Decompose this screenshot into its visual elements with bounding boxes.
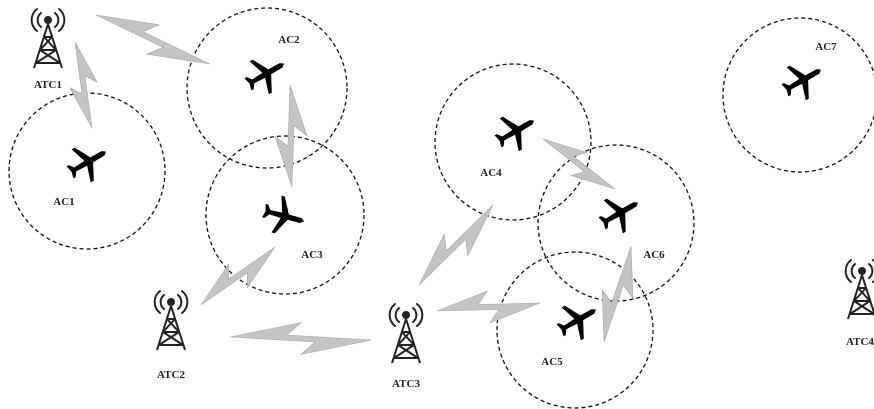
- airplane-icon: [550, 293, 606, 347]
- aircraft-label: AC4: [480, 167, 502, 179]
- ac6-range-circle: [537, 144, 695, 302]
- aircraft-label: AC5: [541, 356, 563, 368]
- link-atc3-ac4-lightning-bolt-icon: [418, 204, 494, 286]
- link-atc1-ac1-lightning-bolt-icon: [69, 41, 98, 129]
- aircraft-ac4: AC4: [480, 104, 544, 179]
- aircraft-label: AC6: [643, 249, 665, 261]
- aircraft-label: AC1: [53, 196, 74, 208]
- airplane-icon: [258, 192, 310, 240]
- station-label: ATC2: [157, 369, 185, 381]
- aircraft-ac2: AC2: [238, 34, 300, 101]
- station-atc4: ATC4: [844, 259, 874, 348]
- aircraft-ac6: AC6: [592, 186, 665, 261]
- communication-links: [69, 14, 634, 355]
- aircraft-ac7: AC7: [775, 41, 837, 107]
- link-atc2-atc3-lightning-bolt-icon: [229, 322, 373, 355]
- station-label: ATC3: [392, 378, 420, 390]
- airplane-icon: [775, 53, 831, 107]
- station-label: ATC4: [846, 336, 874, 348]
- link-ac6-ac5-lightning-bolt-icon: [601, 245, 634, 343]
- ac7-range-circle: [722, 17, 874, 173]
- aircraft-label: AC7: [815, 41, 837, 53]
- link-atc1-ac2-lightning-bolt-icon: [95, 14, 211, 65]
- ac2-range-circle: [186, 7, 348, 169]
- aircraft-ac3: AC3: [258, 192, 323, 261]
- radio-tower-icon: [844, 259, 874, 320]
- airplane-icon: [592, 186, 648, 240]
- link-ac2-ac3-lightning-bolt-icon: [274, 84, 308, 188]
- aircraft-ac1: AC1: [53, 135, 116, 208]
- station-atc1: ATC1: [30, 8, 66, 91]
- station-atc3: ATC3: [388, 303, 424, 390]
- link-ac4-ac6-lightning-bolt-icon: [542, 138, 616, 190]
- airplane-icon: [238, 47, 294, 101]
- aircraft-ac5: AC5: [541, 293, 606, 368]
- radio-tower-icon: [388, 303, 424, 364]
- ac4-range-circle: [434, 63, 592, 221]
- aircraft-label: AC3: [301, 249, 323, 261]
- ac5-range-circle: [496, 251, 654, 409]
- range-circles: [8, 7, 874, 409]
- airplane-icon: [60, 135, 116, 189]
- station-atc2: ATC2: [153, 290, 189, 381]
- radio-tower-icon: [30, 8, 66, 69]
- link-ac3-atc2-lightning-bolt-icon: [200, 246, 276, 306]
- aircraft-label: AC2: [278, 34, 300, 46]
- radio-tower-icon: [153, 290, 189, 351]
- link-atc3-ac5-lightning-bolt-icon: [436, 290, 541, 324]
- airplane-icon: [488, 104, 544, 158]
- ac3-range-circle: [205, 135, 365, 295]
- station-label: ATC1: [34, 79, 62, 91]
